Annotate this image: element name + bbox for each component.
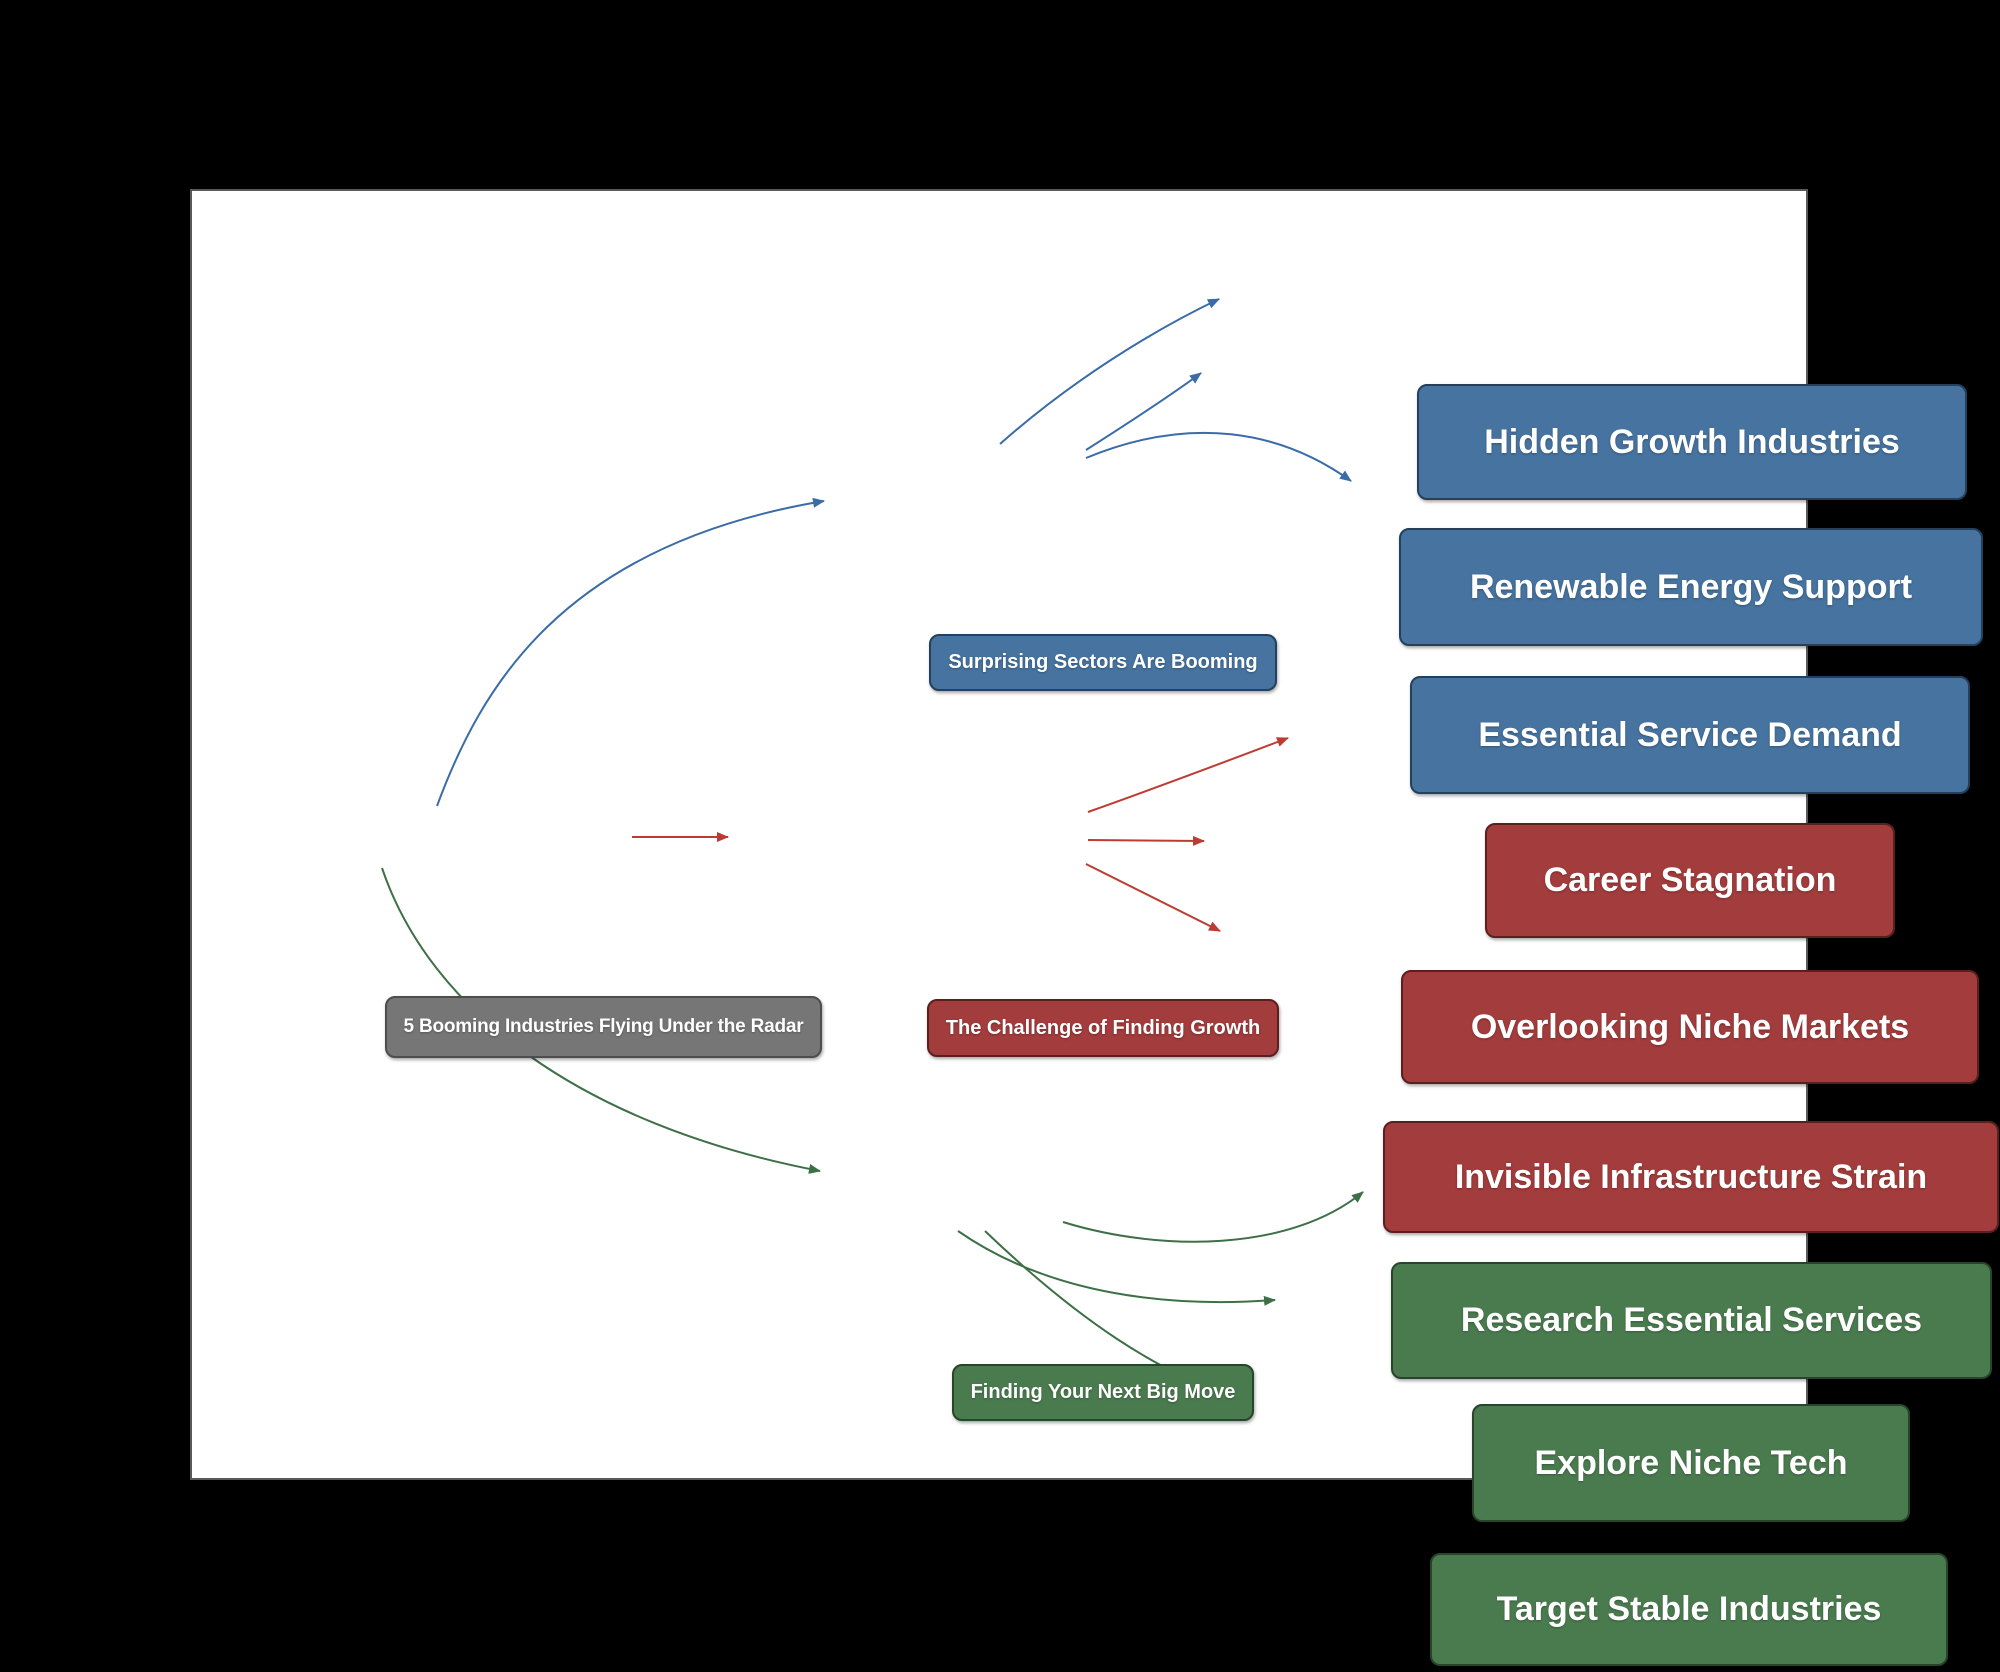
node-hidden-growth-industries[interactable]: Hidden Growth Industries xyxy=(1417,384,1967,500)
node-target-stable-industries[interactable]: Target Stable Industries xyxy=(1430,1553,1948,1666)
edge-challenge-to-invisible xyxy=(1085,863,1221,932)
mindmap-canvas[interactable]: 5 Booming Industries Flying Under the Ra… xyxy=(190,189,1999,1666)
node-career-stagnation[interactable]: Career Stagnation xyxy=(1485,823,1895,938)
node-essential-service-demand[interactable]: Essential Service Demand xyxy=(1410,676,1970,794)
node-root[interactable]: 5 Booming Industries Flying Under the Ra… xyxy=(385,996,822,1058)
edge-challenge-to-career xyxy=(1087,737,1289,813)
edge-root-to-surprising xyxy=(436,497,825,807)
edge-surprising-to-essential xyxy=(1085,431,1352,482)
node-explore-niche-tech[interactable]: Explore Niche Tech xyxy=(1472,1404,1910,1522)
node-surprising-sectors[interactable]: Surprising Sectors Are Booming xyxy=(929,634,1277,691)
edge-finding-to-research xyxy=(1062,1191,1364,1243)
node-research-essential-services[interactable]: Research Essential Services xyxy=(1391,1262,1992,1379)
node-invisible-infrastructure-strain[interactable]: Invisible Infrastructure Strain xyxy=(1383,1121,1999,1233)
node-challenge-finding-growth[interactable]: The Challenge of Finding Growth xyxy=(927,999,1279,1057)
node-overlooking-niche-markets[interactable]: Overlooking Niche Markets xyxy=(1401,970,1979,1084)
edge-surprising-to-renewable xyxy=(1085,372,1202,451)
edge-surprising-to-hidden xyxy=(999,298,1220,445)
edge-finding-to-explore xyxy=(957,1230,1276,1306)
node-finding-next-big-move[interactable]: Finding Your Next Big Move xyxy=(952,1364,1254,1421)
node-renewable-energy-support[interactable]: Renewable Energy Support xyxy=(1399,528,1983,646)
edge-challenge-to-overlooking xyxy=(1087,835,1205,846)
